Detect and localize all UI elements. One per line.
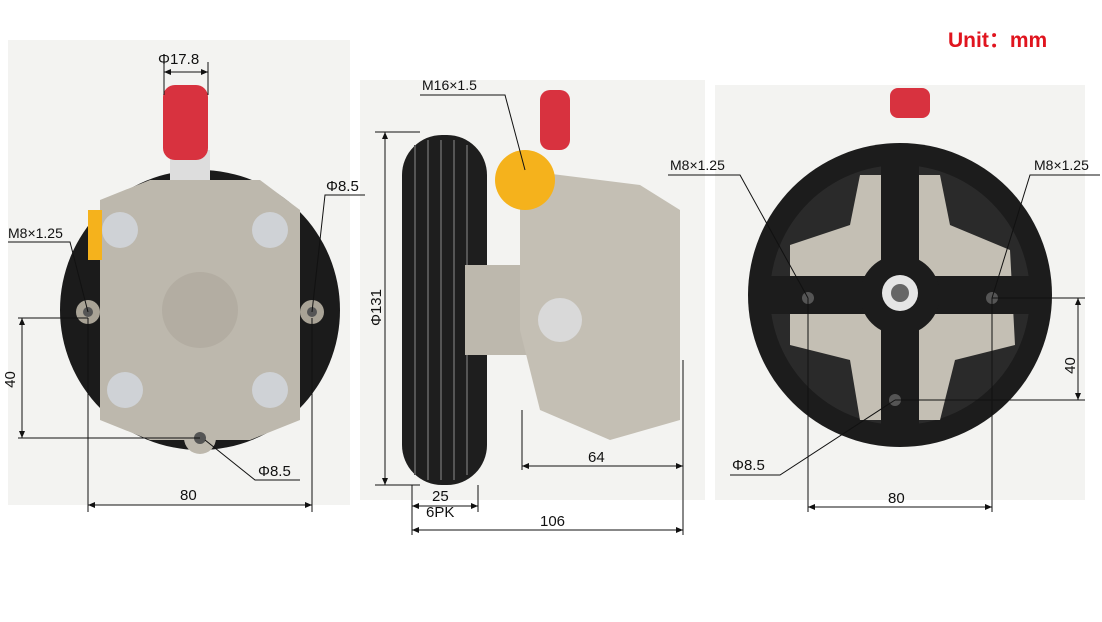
side-view-pump [402, 90, 680, 485]
front-right-thread-label: M8×1.25 [1034, 157, 1089, 173]
side-pulley-diameter-label: Φ131 [368, 289, 385, 326]
unit-label: Unit：mm [948, 29, 1048, 52]
rear-bottom-hole-diameter-label: Φ8.5 [258, 463, 291, 480]
side-pulley-width-label: 25 [432, 488, 449, 505]
front-vertical-spacing-label: 40 [1061, 357, 1079, 374]
yellow-plug-icon [495, 150, 555, 210]
rear-top-hole-diameter-label: Φ8.5 [326, 178, 359, 195]
side-belt-type-label: 6PK [426, 504, 455, 521]
rear-inlet-diameter-label: Φ17.8 [158, 51, 200, 68]
front-left-thread-label: M8×1.25 [670, 157, 725, 173]
rear-horizontal-spacing-label: 80 [180, 487, 197, 504]
rear-thread-label: M8×1.25 [8, 225, 63, 241]
side-overall-length-label: 106 [540, 513, 566, 530]
front-view-pump [748, 88, 1052, 447]
red-cap-icon [163, 85, 208, 160]
front-hole-diameter-label: Φ8.5 [732, 457, 765, 474]
rear-view-pump [60, 85, 340, 454]
side-offset-label: 64 [588, 449, 605, 466]
side-outlet-thread-label: M16×1.5 [422, 77, 477, 93]
front-horizontal-spacing-label: 80 [888, 490, 905, 507]
rear-vertical-spacing-label: 40 [1, 371, 19, 388]
